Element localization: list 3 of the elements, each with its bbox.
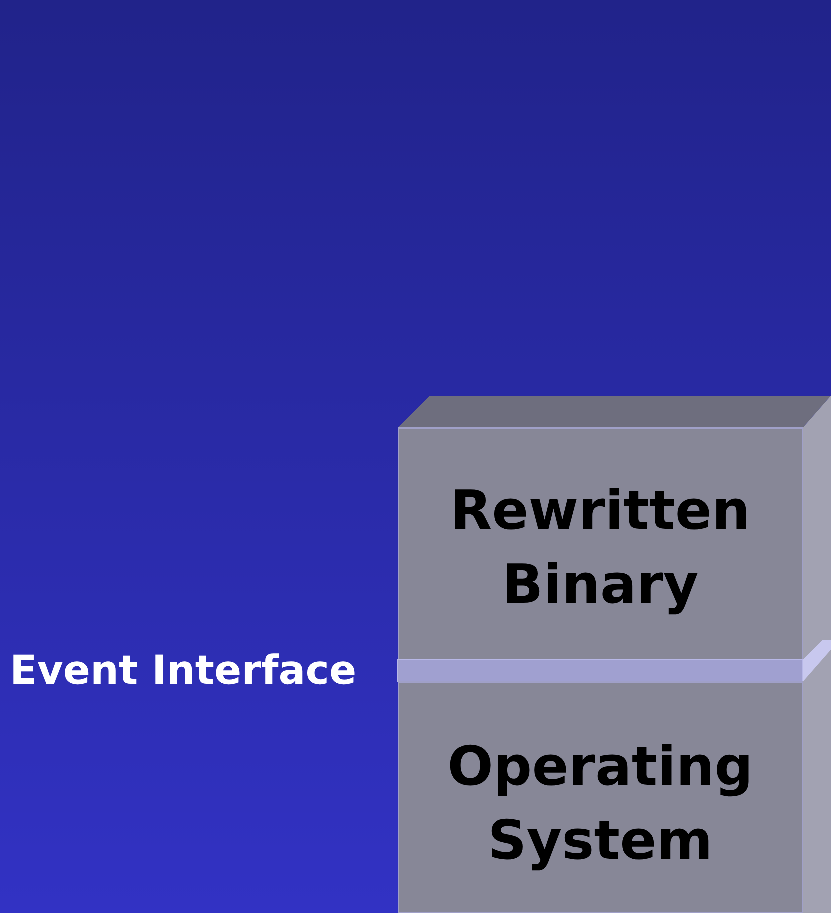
block-label: Rewritten Binary [450,478,752,618]
block-label: Operating System [446,734,754,874]
layer-label: Event Interface [10,647,357,696]
